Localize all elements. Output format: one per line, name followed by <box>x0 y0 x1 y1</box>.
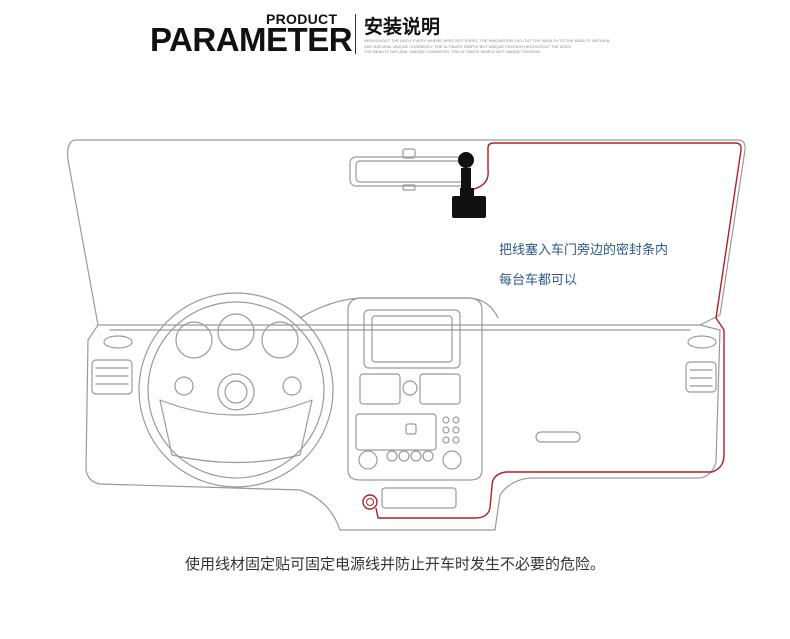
center-console <box>347 297 483 509</box>
power-cable <box>375 142 742 519</box>
fine-print-line: THE BEAUTY NATURAL UNIQUE CHARMONY. THE … <box>364 49 540 54</box>
right-air-vent <box>685 361 717 393</box>
caption-text: 使用线材固定贴可固定电源线并防止开车时发生不必要的危险。 <box>184 555 605 573</box>
fine-print-line: HROUGHOUT THE BODY EVERY WHERE NEED NOT … <box>364 38 611 43</box>
brand-small-text: PRODUCT <box>266 11 338 27</box>
left-air-vent <box>91 359 133 395</box>
glovebox-handle <box>535 431 581 443</box>
header-fine-print: HROUGHOUT THE BODY EVERY WHERE NEED NOT … <box>364 38 624 55</box>
annotation-all-vehicles: 每台车都可以 <box>499 273 578 288</box>
windshield-frame <box>67 139 746 326</box>
brand-logo-text: PARAMETER <box>150 21 353 58</box>
instrument-gauges <box>175 313 299 359</box>
fine-print-line: ARE NATURAL UNIQUE CHARMONY. THE ULTIMAT… <box>364 43 572 49</box>
steering-wheel <box>138 292 334 488</box>
header: PRODUCT PARAMETER 安装说明 HROUGHOUT THE BOD… <box>0 0 790 70</box>
dash-camera <box>452 152 486 218</box>
power-outlet <box>362 494 378 510</box>
center-screen <box>363 309 461 369</box>
header-divider <box>355 14 356 54</box>
page-title: 安装说明 <box>364 16 441 38</box>
dashboard-outline <box>85 324 721 531</box>
annotation-tuck-cable: 把线塞入车门旁边的密封条内 <box>499 243 669 258</box>
